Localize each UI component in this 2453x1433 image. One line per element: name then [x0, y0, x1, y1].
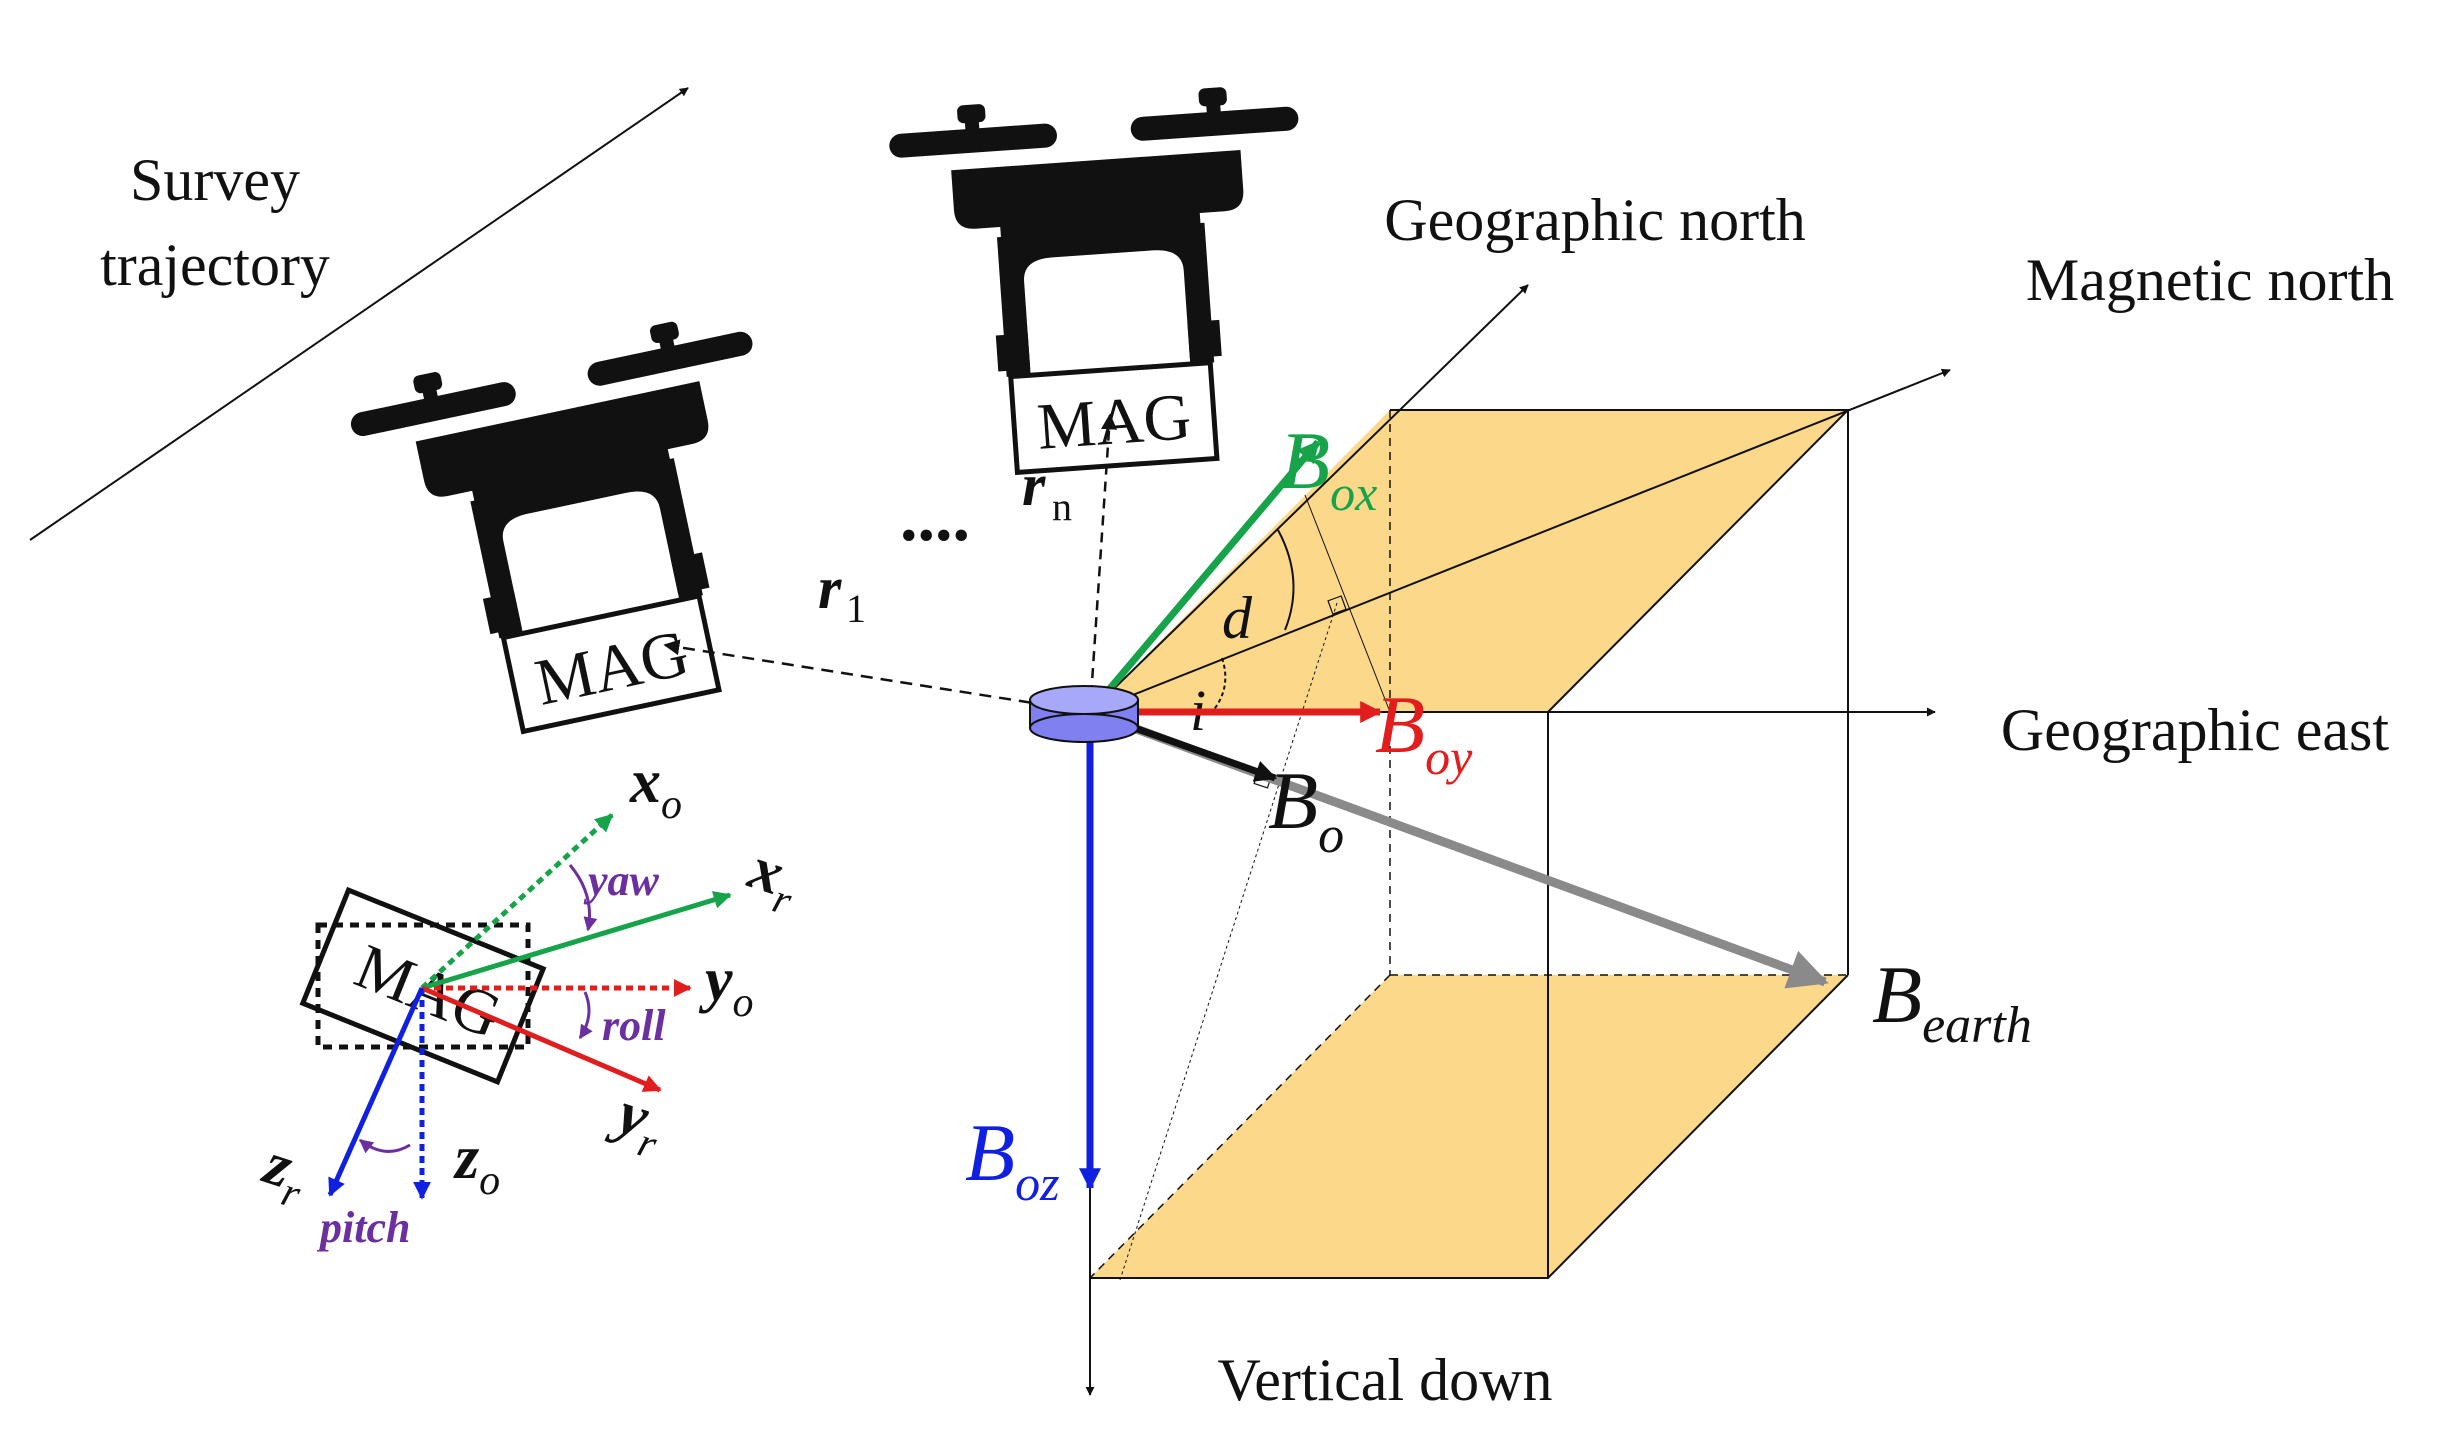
z-o-label: zo: [453, 1124, 500, 1204]
rn-label: r: [1022, 452, 1046, 518]
declination-label: d: [1222, 585, 1253, 651]
distance-vector-r1: [663, 639, 1091, 714]
r1-label: r: [818, 555, 842, 621]
roll-arc: [578, 991, 593, 1040]
b-ox-vector: [1087, 439, 1321, 715]
x-o-axis: [420, 813, 614, 990]
y-r-label: yr: [599, 1077, 673, 1169]
helper-line-1: [1304, 494, 1391, 713]
geographic-east-label: Geographic east: [2001, 697, 2389, 763]
inclination-angle-arc: [1211, 657, 1227, 713]
magnetometer-box-1: [500, 592, 722, 735]
survey-label-line2: trajectory: [100, 232, 330, 298]
pitch-arc: [358, 1138, 411, 1154]
declination-angle-arc: [1277, 529, 1295, 631]
attitude-inset: MAG yaw roll pitch xo xr yo yr zr: [251, 748, 808, 1252]
mag-label-2: MAG: [1035, 380, 1194, 464]
box-bottom-face: [1090, 975, 1848, 1278]
b-ox-label: Box: [1280, 415, 1377, 521]
survey-trajectory-arrow: [29, 87, 689, 541]
y-r-axis: [421, 985, 662, 1093]
b-earth-label: Bearth: [1872, 949, 2032, 1054]
vertical-down-label: Vertical down: [1218, 1347, 1553, 1413]
box-bottom-left-edge: [1089, 974, 1391, 1279]
x-r-axis: [421, 891, 732, 991]
drone-icon: [886, 82, 1315, 384]
geographic-north-axis: [1089, 284, 1529, 713]
geographic-north-label: Geographic north: [1384, 187, 1806, 253]
roll-label: roll: [602, 1001, 666, 1050]
x-r-label: xr: [737, 834, 808, 925]
rn-subscript: n: [1052, 484, 1072, 529]
pitch-label: pitch: [316, 1203, 410, 1252]
r1-subscript: 1: [846, 586, 866, 631]
drone-icon: [343, 306, 802, 660]
x-o-label: xo: [629, 748, 682, 828]
b-oz-label: Boz: [965, 1107, 1060, 1211]
drone-2: MAG: [886, 82, 1315, 476]
b-oy-label: Boy: [1375, 679, 1473, 785]
right-angle-mark-1: [1327, 595, 1347, 615]
survey-label-line1: Survey: [130, 147, 300, 213]
original-frame-box: [315, 922, 531, 1050]
y-o-label: yo: [698, 946, 754, 1026]
yaw-arc: [568, 864, 598, 932]
z-r-label: zr: [251, 1129, 317, 1218]
magnetic-north-axis: [1089, 368, 1951, 713]
sensor-cylinder: [1029, 685, 1139, 743]
ellipsis: ....: [900, 479, 970, 556]
b-o-label: Bo: [1268, 755, 1344, 864]
drone-1: MAG: [343, 306, 802, 735]
magnetic-north-label: Magnetic north: [2026, 247, 2394, 313]
yaw-label: yaw: [583, 856, 660, 905]
z-r-axis: [327, 986, 425, 1197]
